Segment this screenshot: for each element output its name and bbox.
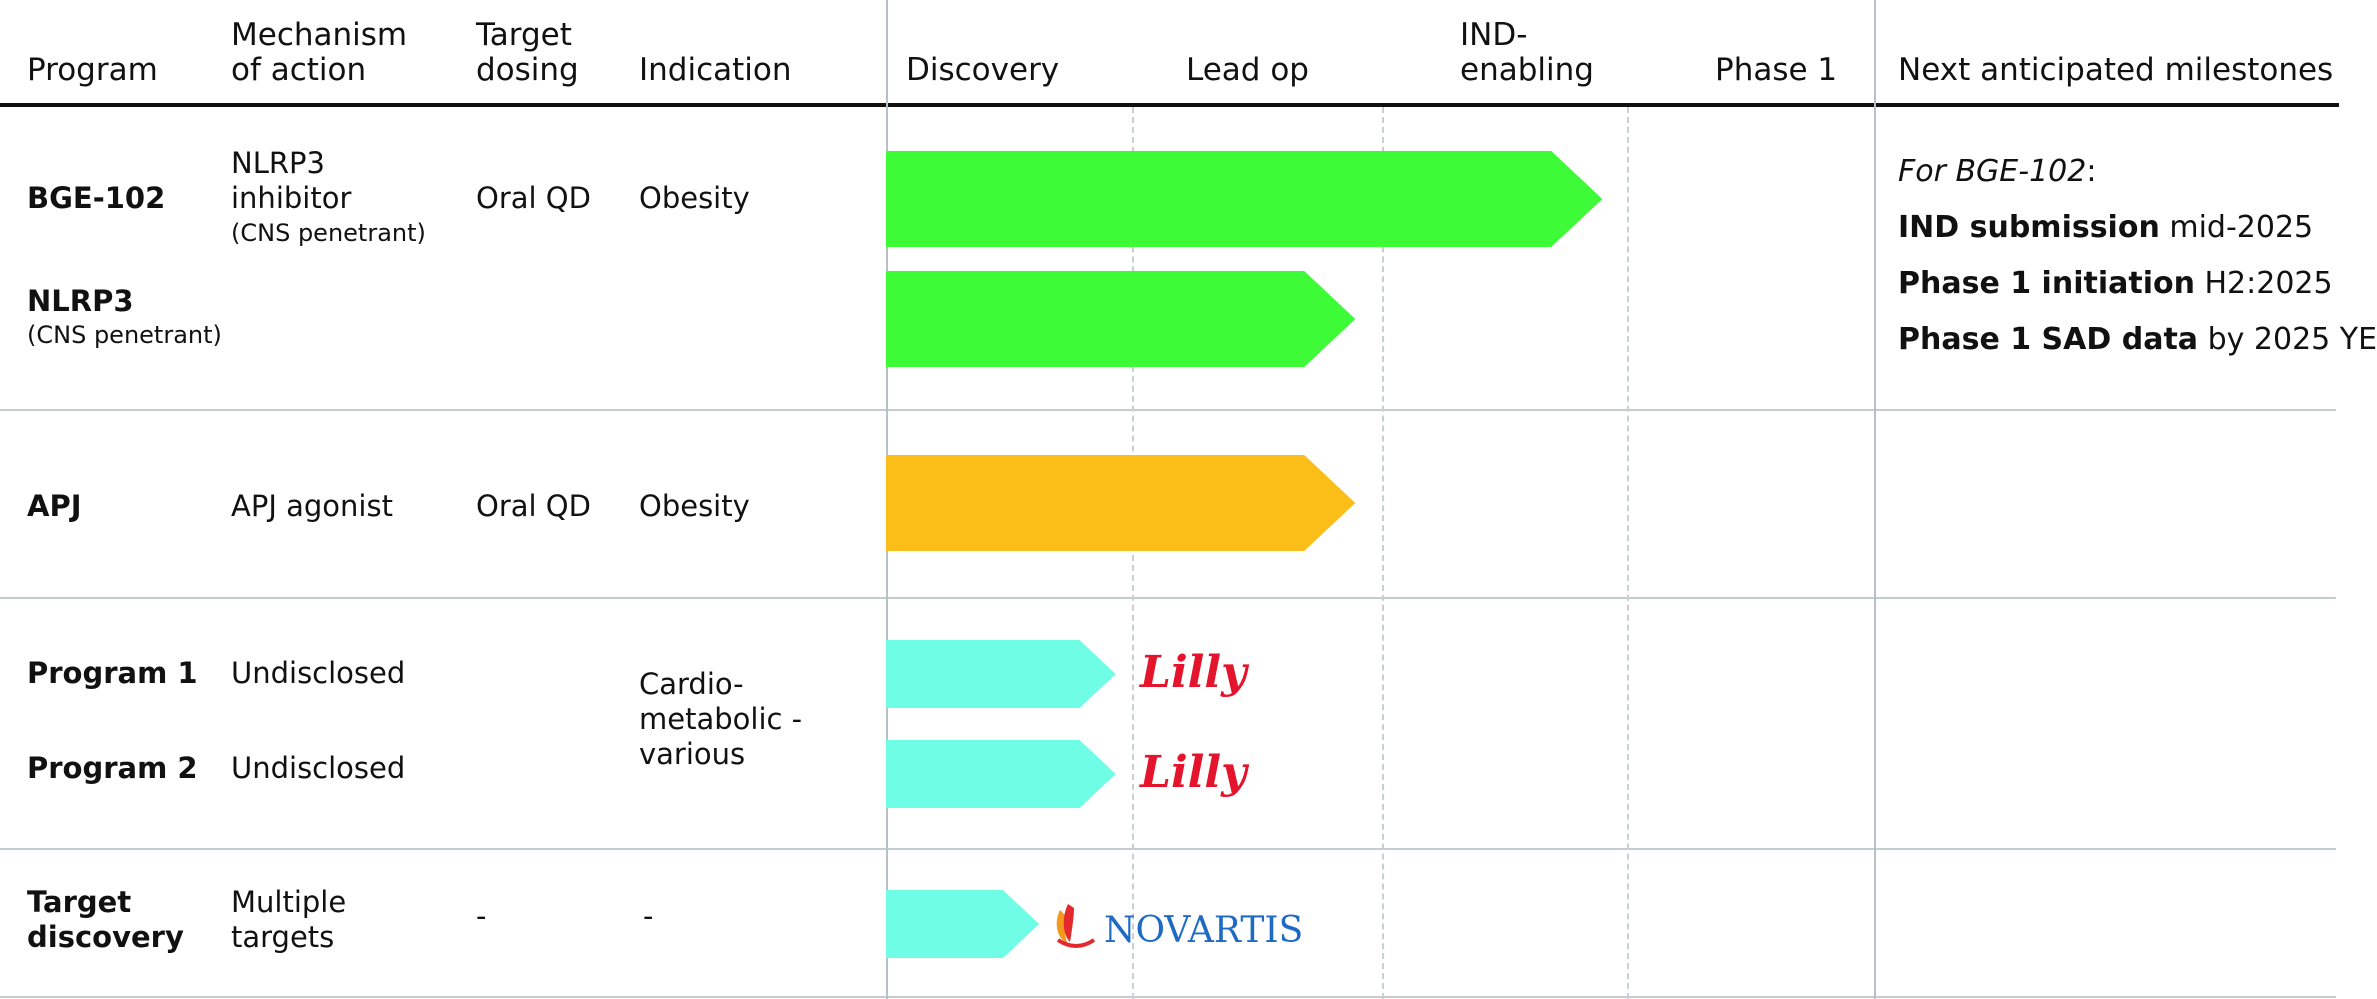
novartis-flame-base-icon [1056,938,1096,948]
header-stage-discovery: Discovery [906,52,1060,88]
header-mechanism-line1: Mechanism [231,17,408,53]
progress-arrow-program-1 [886,640,1116,708]
program-program-2: Program 2 [27,751,198,785]
dosing-target-discovery: - [476,899,487,933]
progress-bar-shape [886,151,1603,247]
progress-arrow-apj [886,455,1356,551]
novartis-logo-text: NOVARTIS [1104,910,1303,951]
progress-arrow-nlrp3 [886,271,1356,367]
program-apj: APJ [27,489,82,523]
indication-cardio-line3: various [639,737,746,771]
milestone-item-timing: H2:2025 [2194,266,2333,301]
progress-bar-shape [886,890,1040,958]
indication-target-discovery: - [643,899,654,933]
dosing-apj: Oral QD [476,489,591,523]
novartis-flame-icon [1063,904,1074,942]
row-separator [0,996,2336,998]
header-rule [0,103,2339,107]
novartis-logo: NOVARTIS [1056,904,1303,951]
milestone-item-timing: mid-2025 [2159,210,2314,245]
stage-divider [1382,107,1384,999]
program-target-discovery-line1: Target [27,885,132,919]
indication-bge-102: Obesity [639,181,750,215]
progress-bar-shape [886,740,1116,808]
program-program-1: Program 1 [27,656,198,690]
mechanism-target-discovery-line2: targets [231,920,335,954]
progress-bar-shape [886,455,1356,551]
milestone-item: Phase 1 initiation H2:2025 [1898,266,2333,302]
milestone-area-left-border [1874,0,1876,999]
stage-divider [1132,107,1134,999]
milestone-item: IND submission mid-2025 [1898,210,2313,246]
milestone-item-label: IND submission [1898,210,2160,245]
stage-divider [1627,107,1629,999]
progress-bar-shape [886,640,1116,708]
milestone-item-timing: by 2025 YE [2198,322,2377,357]
header-stage-lead-op: Lead op [1186,52,1309,88]
row-separator [0,597,2336,599]
milestone-item: Phase 1 SAD data by 2025 YE [1898,322,2377,358]
header-dosing-line1: Target [476,17,572,53]
header-indication: Indication [639,52,792,88]
mechanism-apj: APJ agonist [231,489,393,523]
milestone-item-label: Phase 1 SAD data [1898,322,2199,357]
indication-cardio-line1: Cardio- [639,667,744,701]
program-nlrp3: NLRP3 [27,284,134,318]
indication-cardio-line2: metabolic - [639,702,803,736]
lilly-logo: Lilly [1138,647,1250,698]
program-bge-102: BGE-102 [27,181,166,215]
milestone-intro-program: For BGE-102 [1898,154,2087,189]
mechanism-bge-102-note: (CNS penetrant) [231,219,426,247]
milestone-intro: For BGE-102: [1898,154,2096,190]
header-program: Program [27,52,158,88]
indication-apj: Obesity [639,489,750,523]
header-dosing-line2: dosing [476,52,579,88]
lilly-logo: Lilly [1138,747,1250,798]
row-separator [0,848,2336,850]
mechanism-program-2: Undisclosed [231,751,406,785]
mechanism-program-1: Undisclosed [231,656,406,690]
progress-arrow-target-discovery [886,890,1040,958]
program-target-discovery-line2: discovery [27,920,184,954]
progress-bar-shape [886,271,1356,367]
progress-arrow-program-2 [886,740,1116,808]
header-mechanism-line2: of action [231,52,367,88]
header-stage-ind-line1: IND- [1460,17,1528,53]
lilly-logo-text: Lilly [1138,647,1250,698]
lilly-logo-text: Lilly [1138,747,1250,798]
milestone-item-label: Phase 1 initiation [1898,266,2195,301]
mechanism-bge-102-line2: inhibitor [231,181,352,215]
header-stage-ind-line2: enabling [1460,52,1594,88]
header-milestones: Next anticipated milestones [1898,52,2334,88]
progress-arrow-bge-102 [886,151,1603,247]
mechanism-bge-102-line1: NLRP3 [231,146,325,180]
dosing-bge-102: Oral QD [476,181,591,215]
row-separator [0,409,2336,411]
program-nlrp3-note: (CNS penetrant) [27,321,222,349]
milestone-intro-colon: : [2086,154,2097,189]
header-stage-phase1: Phase 1 [1715,52,1838,88]
mechanism-target-discovery-line1: Multiple [231,885,347,919]
